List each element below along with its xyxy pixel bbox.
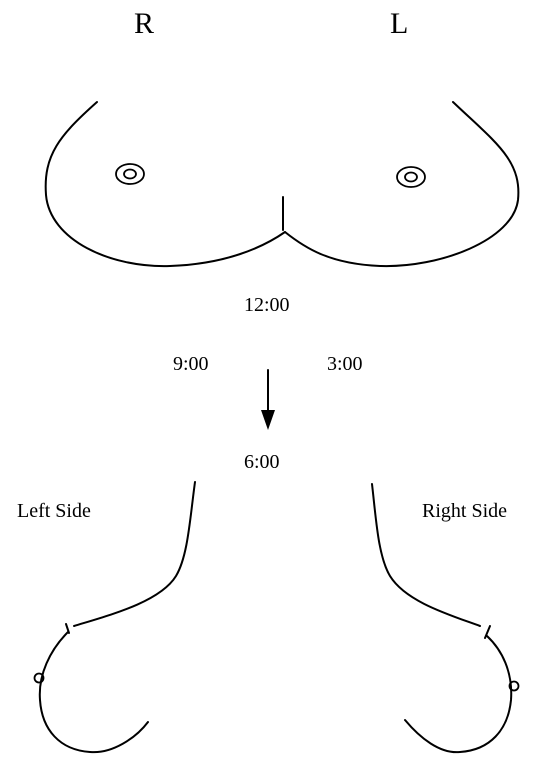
left-marker-label: L xyxy=(390,7,409,40)
left-side-label: Left Side xyxy=(17,500,91,522)
front-right-areola xyxy=(115,163,145,185)
clock-3-label: 3:00 xyxy=(327,353,363,375)
clock-12-label: 12:00 xyxy=(244,294,290,316)
front-left-nipple xyxy=(404,171,418,183)
right-side-breast-outline xyxy=(404,635,513,754)
left-side-nipple xyxy=(33,672,45,684)
front-right-breast-outline xyxy=(44,101,286,268)
right-side-fold-tick xyxy=(484,625,491,639)
left-side-back-outline xyxy=(73,481,196,627)
front-left-breast-outline xyxy=(284,101,520,268)
front-right-nipple xyxy=(123,168,137,180)
front-left-areola xyxy=(396,166,426,188)
direction-arrow-head xyxy=(261,410,275,430)
right-side-back-outline xyxy=(371,483,481,627)
clock-6-label: 6:00 xyxy=(244,451,280,473)
right-side-label: Right Side xyxy=(422,500,508,522)
clock-9-label: 9:00 xyxy=(173,353,209,375)
left-side-breast-outline xyxy=(38,631,149,754)
left-side-fold-tick xyxy=(65,623,70,634)
right-marker-label: R xyxy=(134,7,155,40)
right-side-nipple xyxy=(508,680,520,692)
